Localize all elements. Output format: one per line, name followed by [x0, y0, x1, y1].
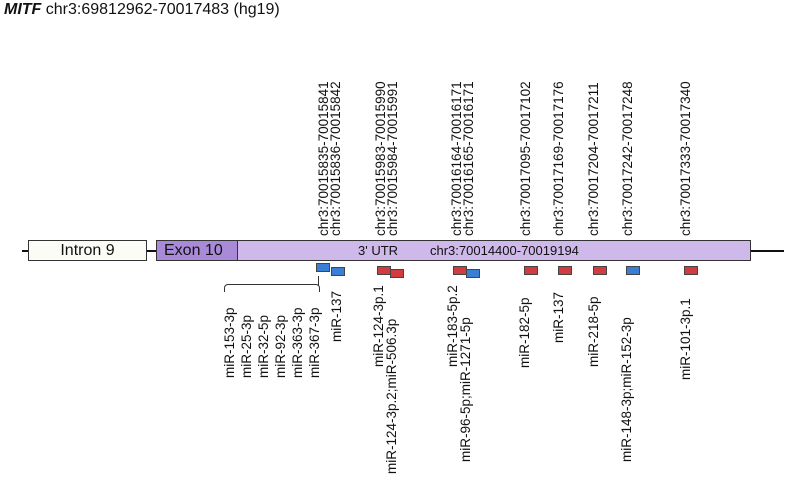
blue-binding-site-marker: [466, 269, 480, 278]
intron-9-box: Intron 9: [28, 240, 147, 261]
red-binding-site-marker: [377, 266, 391, 275]
coordinate-label: chr3:70017242-70017248: [620, 81, 635, 236]
bracket-stem: [318, 276, 319, 285]
mirna-label: miR-137: [551, 291, 566, 343]
exon-10-box: Exon 10: [156, 240, 238, 261]
coordinate-label: chr3:70017333-70017340: [678, 81, 693, 236]
figure-title: MITF chr3:69812962-70017483 (hg19): [4, 1, 280, 19]
blue-binding-site-marker: [626, 266, 640, 275]
coordinate-label: chr3:70017169-70017176: [551, 81, 566, 236]
coordinate-label: chr3:70015984-70015991: [385, 81, 400, 236]
red-binding-site-marker: [684, 266, 698, 275]
utr-coordinates: chr3:70014400-70019194: [430, 243, 579, 258]
red-binding-site-marker: [390, 269, 404, 278]
red-binding-site-marker: [524, 266, 538, 275]
exon-label: Exon 10: [164, 241, 223, 259]
intron-label: Intron 9: [60, 241, 115, 259]
mirna-label: miR-153-3p: [222, 307, 237, 378]
utr-box: 3' UTR chr3:70014400-70019194: [237, 240, 751, 261]
mirna-label: miR-25-3p: [239, 314, 254, 378]
genomic-region: chr3:69812962-70017483 (hg19): [41, 1, 280, 18]
mirna-label: miR-96-5p;miR-1271-5p: [458, 317, 473, 462]
mirna-label: miR-92-3p: [273, 314, 288, 378]
mirna-label: miR-363-3p: [290, 307, 305, 378]
mirna-label: miR-137: [329, 290, 344, 342]
blue-binding-site-marker: [316, 263, 330, 272]
mirna-label: miR-182-5p: [517, 297, 532, 368]
red-binding-site-marker: [453, 266, 467, 275]
coordinate-label: chr3:70017095-70017102: [518, 81, 533, 236]
red-binding-site-marker: [558, 266, 572, 275]
red-binding-site-marker: [593, 266, 607, 275]
mirna-label: miR-101-3p.1: [678, 298, 693, 380]
coordinate-label: chr3:70016165-70016171: [461, 81, 476, 236]
mirna-label: miR-32-5p: [256, 314, 271, 378]
gene-name: MITF: [4, 1, 42, 18]
coordinate-label: chr3:70017204-70017211: [586, 82, 601, 236]
blue-binding-site-marker: [331, 267, 345, 276]
mirna-label: miR-148-3p;miR-152-3p: [619, 317, 634, 462]
mirna-label: miR-124-3p.2;miR-506.3p: [384, 318, 399, 474]
coordinate-label: chr3:70015836-70015842: [328, 81, 343, 236]
mirna-label: miR-218-5p: [586, 296, 601, 367]
mirna-group-bracket: [224, 284, 320, 292]
mirna-label: miR-367-3p: [307, 307, 322, 378]
utr-label: 3' UTR: [358, 243, 399, 258]
